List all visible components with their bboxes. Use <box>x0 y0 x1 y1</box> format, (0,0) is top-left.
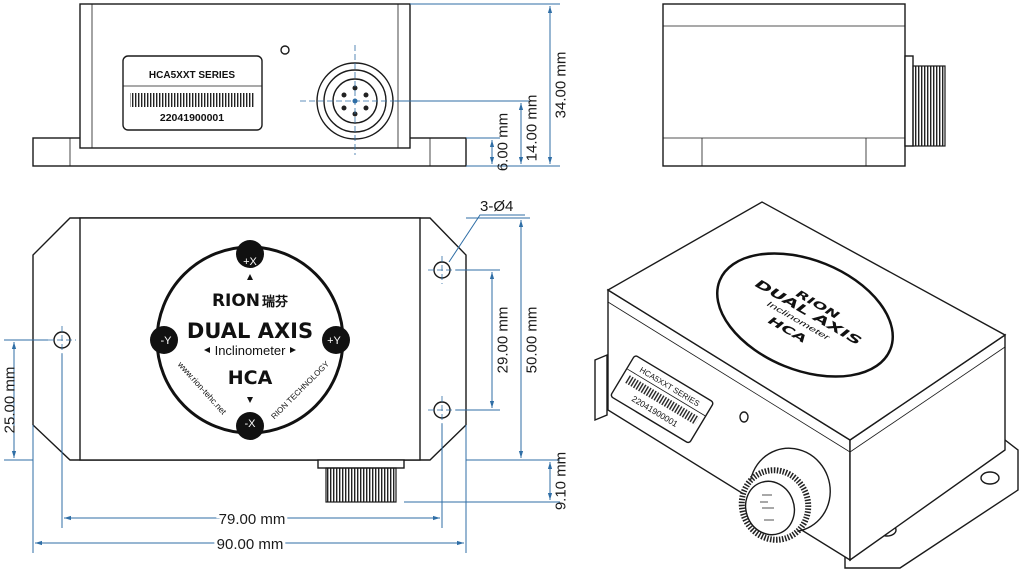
dim-height-total: 34.00 mm <box>552 52 569 119</box>
label-serial: 22041900001 <box>160 112 224 124</box>
barcode <box>130 93 254 107</box>
side-connector <box>912 65 946 147</box>
product-badge: +X -X -Y +Y RION 瑞芬 DUAL AXIS Inclinomet… <box>150 240 350 440</box>
vent-hole <box>280 45 290 55</box>
dim-hole-spacing-h: 79.00 mm <box>219 511 286 528</box>
badge-subtitle: Inclinometer <box>215 343 286 358</box>
label-series: HCA5XXT SERIES <box>149 70 235 81</box>
dim-connector-length: 9.10 mm <box>552 452 569 510</box>
side-body <box>662 3 906 167</box>
iso-connector <box>738 447 831 543</box>
axis-ny: -Y <box>161 335 173 347</box>
dim-holes-note: 3-Ø4 <box>480 198 513 215</box>
dim-width-body: 50.00 mm <box>523 307 540 374</box>
iso-badge <box>715 252 895 378</box>
side-view <box>662 3 946 167</box>
brand-logo: RION <box>212 291 260 311</box>
dim-hole-spacing-v: 29.00 mm <box>494 307 511 374</box>
dim-length-total: 90.00 mm <box>217 536 284 553</box>
dim-connector-height: 14.00 mm <box>523 95 540 162</box>
top-view: +X -X -Y +Y RION 瑞芬 DUAL AXIS Inclinomet… <box>32 217 467 503</box>
badge-model: HCA <box>228 367 273 389</box>
front-view: HCA5XXT SERIES 22041900001 <box>32 3 467 167</box>
top-dimensions: 3-Ø4 50.00 mm 29.00 mm 25.00 mm 9.10 mm … <box>1 198 569 556</box>
front-dimensions: 34.00 mm 14.00 mm 6.00 mm <box>395 3 569 171</box>
axis-nx: -X <box>245 418 257 430</box>
brand-cn: 瑞芬 <box>262 294 289 310</box>
axis-px: +X <box>243 256 257 268</box>
top-connector <box>325 467 397 503</box>
axis-py: +Y <box>327 335 341 347</box>
dim-hole-offset: 25.00 mm <box>1 367 18 434</box>
isometric-view: RION DUAL AXIS Inclinometer HCA HCA5XXT … <box>594 201 1019 569</box>
dim-base-height: 6.00 mm <box>494 113 511 171</box>
badge-title: DUAL AXIS <box>187 319 313 343</box>
